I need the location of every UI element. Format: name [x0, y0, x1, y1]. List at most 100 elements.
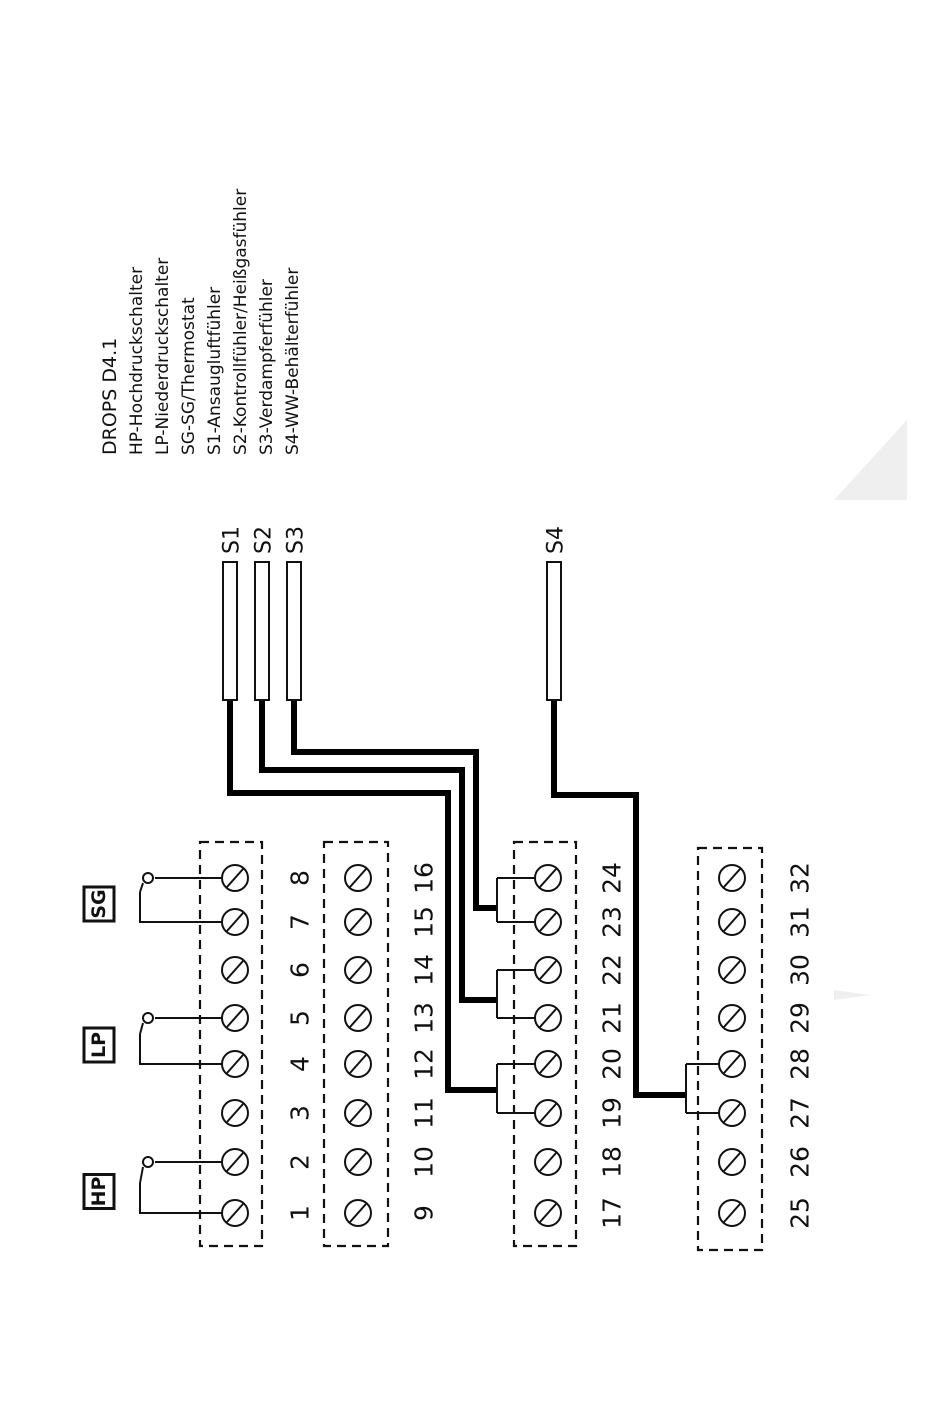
- terminal-number: 4: [286, 1056, 315, 1072]
- screw-terminal: [222, 1051, 248, 1077]
- screw-terminal: [222, 1100, 248, 1126]
- terminal-number: 31: [786, 906, 815, 938]
- switch-contact: [143, 1013, 153, 1023]
- screw-terminal: [535, 1149, 561, 1175]
- probe-sensor: [255, 562, 269, 700]
- screw-terminal: [535, 865, 561, 891]
- screw-terminal: [719, 1149, 745, 1175]
- screw-terminal: [719, 1200, 745, 1226]
- terminal-number: 6: [286, 962, 315, 978]
- terminal-number: 27: [786, 1097, 815, 1129]
- probe-fork: [497, 970, 536, 1018]
- terminal-number: 7: [286, 914, 315, 930]
- screw-terminal: [222, 865, 248, 891]
- screw-terminal: [535, 1200, 561, 1226]
- terminal-number: 9: [410, 1205, 439, 1221]
- probe-sensor: [223, 562, 237, 700]
- screw-terminal: [719, 1100, 745, 1126]
- terminal-number: 14: [410, 954, 439, 986]
- pressure-switches: HP LP SG: [84, 873, 223, 1213]
- switch-contact: [143, 873, 153, 883]
- legend-entry-s4: S4-WW-Behälterfühler: [283, 268, 303, 455]
- switch-label: LP: [88, 1032, 110, 1058]
- legend-entry-s2: S2-Kontrollfühler/Heißgasfühler: [231, 189, 251, 455]
- terminal-number: 12: [410, 1048, 439, 1080]
- probe-sensor: [287, 562, 301, 700]
- terminal-number: 32: [786, 862, 815, 894]
- probe-label: S1: [220, 526, 245, 554]
- screw-terminal: [535, 1100, 561, 1126]
- probe-s3: S3: [284, 526, 309, 700]
- switch-sg: SG: [84, 873, 223, 922]
- switch-label: SG: [88, 889, 110, 918]
- terminal-number: 11: [410, 1097, 439, 1129]
- switch-contact: [143, 1157, 153, 1167]
- terminal-number: 29: [786, 1002, 815, 1034]
- terminal-number: 16: [410, 862, 439, 894]
- screw-terminal: [222, 1200, 248, 1226]
- screw-terminal: [535, 909, 561, 935]
- switch-label: HP: [88, 1177, 110, 1207]
- screw-terminal: [345, 1149, 371, 1175]
- probe-label: S4: [544, 526, 569, 554]
- terminal-number: 5: [286, 1010, 315, 1026]
- terminal-number: 25: [786, 1197, 815, 1229]
- terminal-number: 21: [598, 1002, 627, 1034]
- screw-terminal: [345, 865, 371, 891]
- terminal-block-outline: [200, 842, 262, 1246]
- screw-terminal: [222, 957, 248, 983]
- screw-terminal: [222, 1149, 248, 1175]
- terminal-block: 1 2 3 4 5 6 7 8: [200, 842, 315, 1246]
- probe-fork: [497, 1064, 536, 1113]
- terminal-number: 15: [410, 906, 439, 938]
- screw-terminal: [535, 957, 561, 983]
- screw-terminal: [535, 1051, 561, 1077]
- terminal-number: 24: [598, 862, 627, 894]
- switch-lp: LP: [84, 1013, 223, 1064]
- probe-s2: S2: [252, 526, 277, 700]
- legend-title: DROPS D4.1: [99, 338, 121, 455]
- screw-terminal: [345, 1005, 371, 1031]
- screw-terminal: [345, 909, 371, 935]
- probe-cable: [554, 700, 686, 1095]
- legend-entry-lp: LP-Niederdruckschalter: [153, 258, 173, 455]
- terminal-number: 28: [786, 1048, 815, 1080]
- terminal-number: 8: [286, 870, 315, 886]
- probe-sensor: [547, 562, 561, 700]
- screw-terminal: [345, 957, 371, 983]
- probe-fork: [686, 1064, 720, 1113]
- terminal-blocks: 1234567891011121314151617181920212223242…: [200, 842, 815, 1250]
- probe-label: S2: [252, 526, 277, 554]
- screw-terminal: [222, 1005, 248, 1031]
- terminal-number: 18: [598, 1146, 627, 1178]
- terminal-number: 1: [286, 1205, 315, 1221]
- switch-hp: HP: [84, 1157, 223, 1213]
- scan-artifact: [834, 990, 870, 1000]
- screw-terminal: [345, 1051, 371, 1077]
- terminal-number: 22: [598, 954, 627, 986]
- screw-terminal: [719, 909, 745, 935]
- probe-wires: [230, 700, 720, 1113]
- screw-terminal: [222, 909, 248, 935]
- legend-entry-sg: SG-SG/Thermostat: [179, 297, 199, 455]
- probe-s4: S4: [544, 526, 569, 700]
- probe-s1: S1: [220, 526, 245, 700]
- screw-terminal: [719, 957, 745, 983]
- terminal-block-outline: [324, 842, 388, 1246]
- terminal-number: 20: [598, 1048, 627, 1080]
- terminal-number: 3: [286, 1105, 315, 1121]
- probe-cable: [262, 700, 497, 1000]
- terminal-number: 2: [286, 1154, 315, 1170]
- probe-fork: [497, 878, 536, 922]
- screw-terminal: [719, 1051, 745, 1077]
- legend-entry-hp: HP-Hochdruckschalter: [127, 267, 147, 455]
- screw-terminal: [719, 1005, 745, 1031]
- terminal-number: 30: [786, 954, 815, 986]
- probe-label: S3: [284, 526, 309, 554]
- terminal-number: 17: [598, 1197, 627, 1229]
- terminal-number: 23: [598, 906, 627, 938]
